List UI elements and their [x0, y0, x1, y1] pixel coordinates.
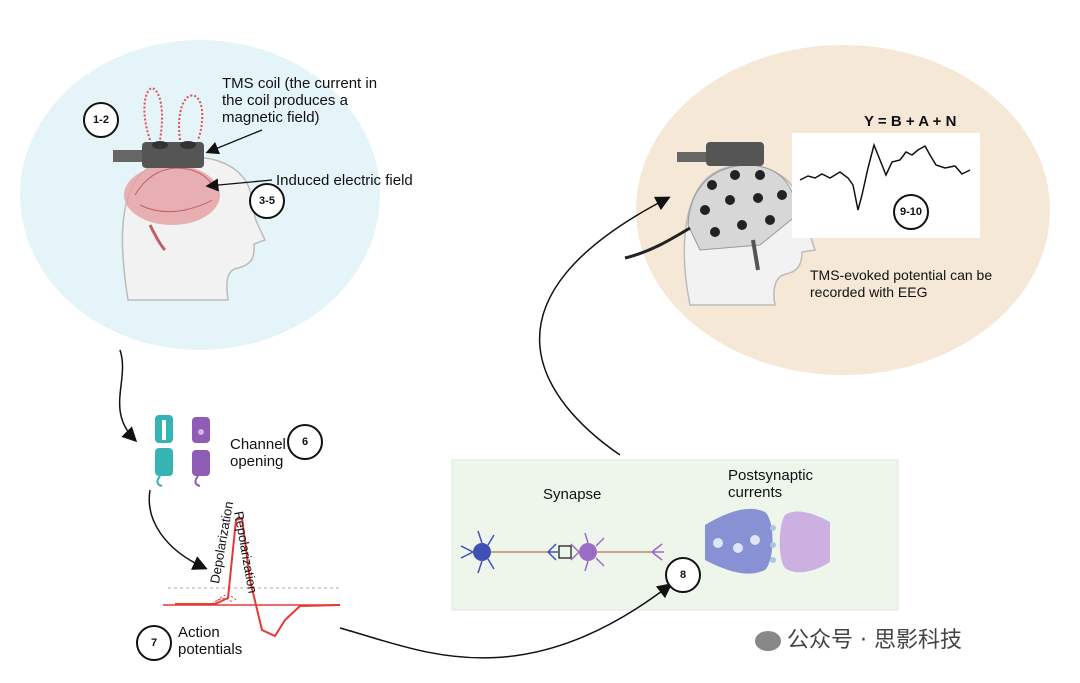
step-badge-7: 7	[136, 625, 172, 661]
flow-arrow-2	[148, 489, 208, 570]
step-badge-3-5: 3-5	[249, 183, 285, 219]
field-pointer-arrow	[205, 178, 273, 192]
tms-coil-label: TMS coil (the current in the coil produc…	[222, 75, 378, 126]
step-badge-6: 6	[287, 424, 323, 460]
eeg-head-icon	[624, 163, 816, 306]
ion-channel-icons	[155, 415, 210, 487]
synapse-label: Synapse	[543, 486, 602, 503]
waveform-panel	[792, 133, 980, 238]
wechat-icon	[755, 631, 781, 651]
formula-label: Y = B + A + N	[864, 113, 957, 130]
tms-coil-icon	[113, 86, 204, 168]
watermark-text: 公众号 · 思影科技	[787, 628, 962, 653]
eeg-coil-icon	[677, 142, 764, 166]
step-badge-8: 8	[665, 557, 701, 593]
flow-arrow-3	[339, 583, 673, 659]
action-potentials-label: Action potentials	[178, 624, 243, 658]
flow-arrow-1	[118, 349, 138, 443]
tep-label: TMS-evoked potential can be recorded wit…	[810, 267, 993, 300]
step-badge-9-10: 9-10	[893, 194, 929, 230]
watermark: 公众号 · 思影科技	[755, 622, 962, 654]
step-badge-1-2: 1-2	[83, 102, 119, 138]
synaptic-cleft-icon	[705, 508, 830, 574]
neuron-chain-icon	[460, 530, 664, 574]
flow-arrow-4	[539, 196, 671, 456]
tep-waveform	[799, 142, 971, 211]
induced-field-label: Induced electric field	[276, 172, 413, 189]
coil-pointer-arrow	[205, 129, 263, 155]
postsynaptic-label: Postsynaptic currents	[728, 467, 814, 501]
channel-opening-label: Channel opening	[230, 436, 286, 470]
action-potential-plot	[163, 516, 341, 638]
